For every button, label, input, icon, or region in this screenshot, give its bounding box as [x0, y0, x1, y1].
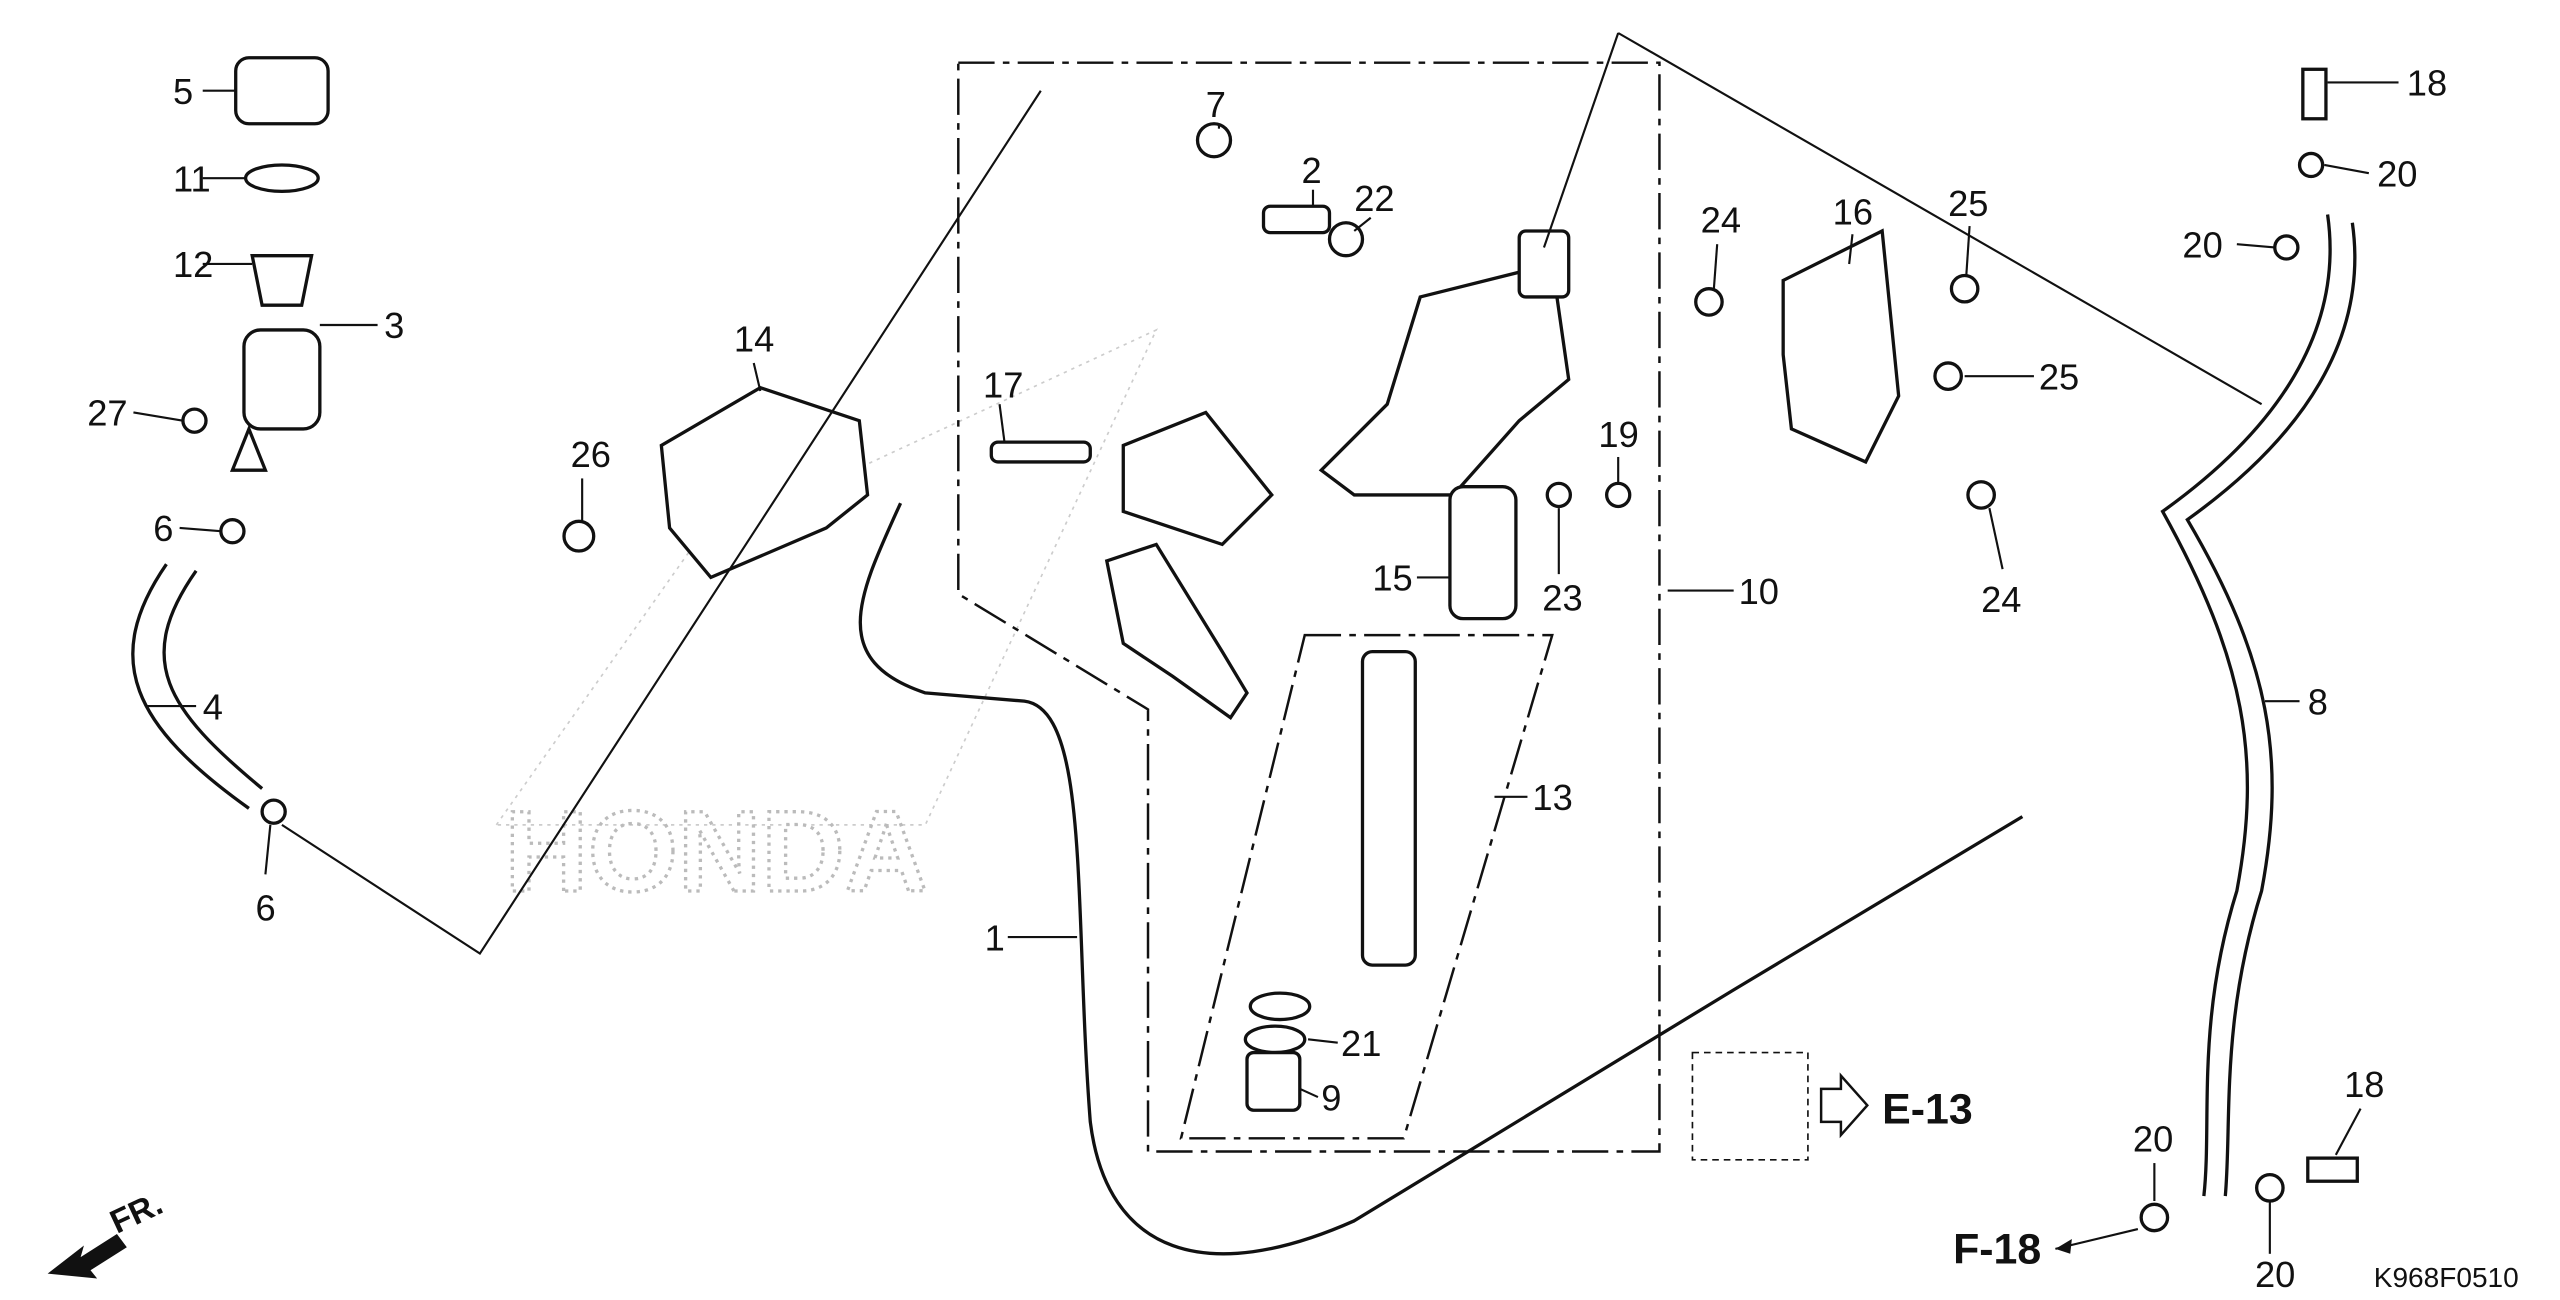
callout-20[interactable]: 20: [2255, 1254, 2295, 1295]
callout-leader: [2236, 243, 2275, 249]
callout-17[interactable]: 17: [983, 365, 1023, 406]
callout-1[interactable]: 1: [985, 917, 1005, 958]
callout-25[interactable]: 25: [1948, 183, 1988, 224]
callout-25[interactable]: 25: [2039, 356, 2079, 397]
callout-10[interactable]: 10: [1739, 571, 1779, 612]
callout-leader: [179, 526, 221, 533]
brake-hose-8: [2139, 67, 2359, 1233]
callout-18[interactable]: 18: [2407, 63, 2447, 104]
callout-24[interactable]: 24: [1701, 200, 1741, 241]
hollow-arrow-icon: [1819, 1072, 1869, 1139]
front-label: FR.: [104, 1184, 168, 1240]
callout-leader: [752, 362, 762, 392]
bracket-16: [1781, 228, 1901, 465]
callout-leader: [1307, 1038, 1338, 1044]
callout-22[interactable]: 22: [1354, 178, 1394, 219]
callout-8[interactable]: 8: [2308, 681, 2328, 722]
callout-14[interactable]: 14: [734, 318, 774, 359]
reservoir-group: [131, 56, 330, 825]
callout-leader: [998, 404, 1006, 443]
callout-leader: [264, 824, 272, 875]
figure-code: K968F0510: [2374, 1262, 2519, 1293]
callout-leader: [2324, 163, 2370, 175]
callout-9[interactable]: 9: [1321, 1077, 1341, 1118]
callout-6[interactable]: 6: [256, 888, 276, 929]
callout-leader: [1988, 507, 2004, 570]
reference-e13[interactable]: E-13: [1882, 1085, 1973, 1133]
callout-11[interactable]: 11: [173, 158, 211, 199]
callout-20[interactable]: 20: [2133, 1119, 2173, 1160]
reference-f18[interactable]: F-18: [1953, 1226, 2041, 1274]
callout-leader: [1299, 1087, 1319, 1099]
callout-27[interactable]: 27: [87, 393, 127, 434]
callout-2[interactable]: 2: [1301, 150, 1321, 191]
e13-reference-box: [1691, 1051, 1809, 1161]
callout-leader: [1848, 234, 1854, 265]
callout-18[interactable]: 18: [2344, 1064, 2384, 1105]
callout-15[interactable]: 15: [1372, 558, 1412, 599]
callout-leader: [1712, 244, 1719, 289]
assembly-13-outline: [1179, 633, 1554, 1140]
callout-6[interactable]: 6: [153, 508, 173, 549]
svg-text:HONDA: HONDA: [505, 787, 928, 916]
callout-21[interactable]: 21: [1341, 1023, 1381, 1064]
callout-19[interactable]: 19: [1598, 414, 1638, 455]
callout-5[interactable]: 5: [173, 71, 193, 112]
master-cylinder: [989, 122, 1632, 1112]
callout-24[interactable]: 24: [1981, 579, 2021, 620]
callout-23[interactable]: 23: [1542, 577, 1582, 618]
cover-14: [659, 385, 870, 580]
callout-4[interactable]: 4: [203, 686, 223, 727]
callout-20[interactable]: 20: [2182, 224, 2222, 265]
assembly-10-outline: [957, 61, 1661, 1153]
callout-26[interactable]: 26: [571, 434, 611, 475]
callout-12[interactable]: 12: [173, 244, 213, 285]
callout-leader: [2334, 1108, 2362, 1156]
callout-7[interactable]: 7: [1206, 84, 1226, 125]
callout-leader: [1965, 225, 1971, 276]
front-arrow-icon: [47, 1234, 127, 1279]
callout-13[interactable]: 13: [1532, 777, 1572, 818]
callout-20[interactable]: 20: [2377, 153, 2417, 194]
callout-16[interactable]: 16: [1833, 191, 1873, 232]
clutch-cable-1: [858, 502, 2024, 1256]
callout-leader: [1353, 216, 1372, 232]
callout-leader: [133, 411, 184, 422]
callout-3[interactable]: 3: [384, 305, 404, 346]
